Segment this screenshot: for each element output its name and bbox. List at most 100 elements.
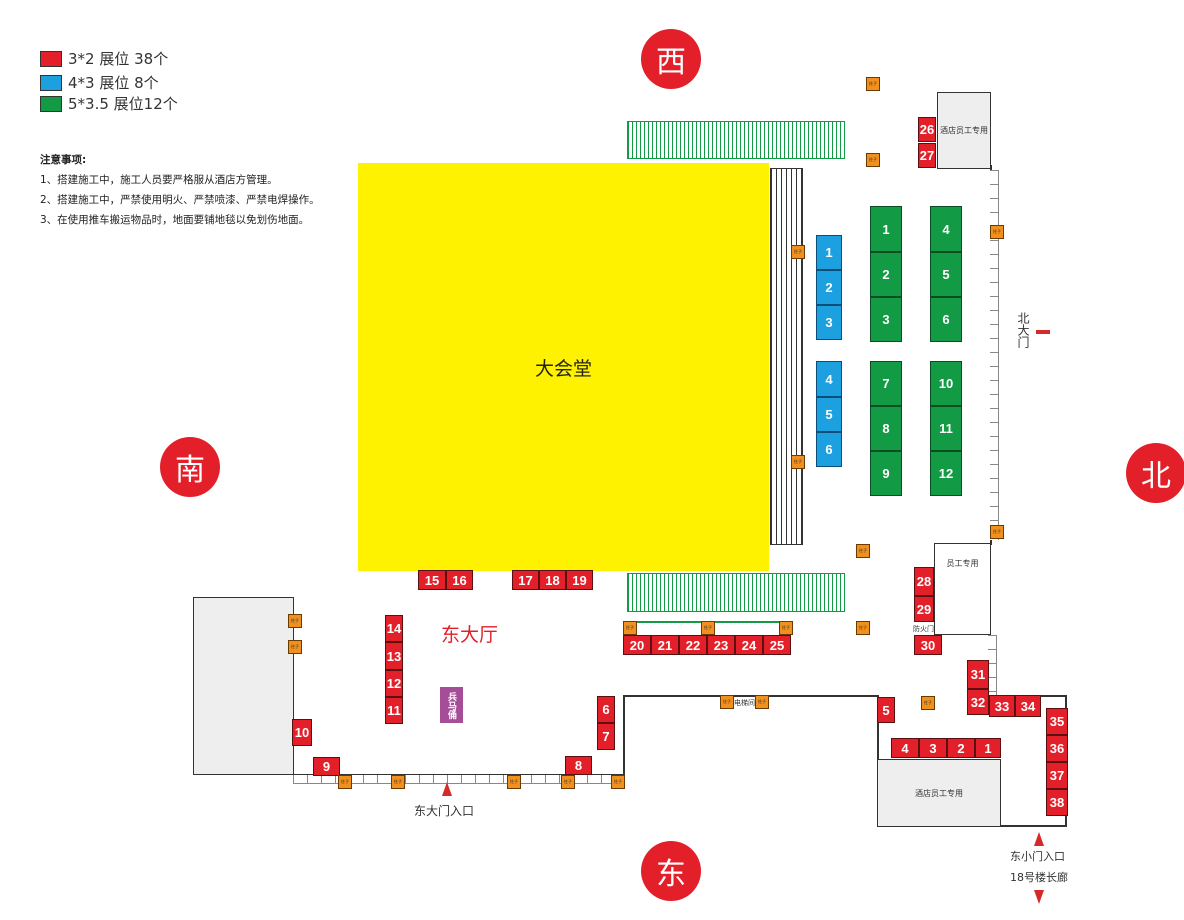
booth-red-26[interactable]: 26 (918, 117, 936, 142)
booth-red-9[interactable]: 9 (313, 757, 340, 776)
booth-red-35[interactable]: 35 (1046, 708, 1068, 735)
compass-west: 西 (641, 29, 701, 89)
notes: 注意事项: 1、搭建施工中，施工人员要严格服从酒店方管理。 2、搭建施工中，严禁… (40, 150, 320, 230)
booth-green-1[interactable]: 1 (870, 206, 902, 252)
booth-green-6[interactable]: 6 (930, 297, 962, 342)
staff-room-mid: 员工专用 (934, 543, 991, 635)
side-room (193, 597, 294, 775)
north-gate-label: 北大门 (1016, 312, 1030, 348)
booth-red-16[interactable]: 16 (446, 570, 473, 590)
pillar-icon: 柱子 (561, 775, 575, 789)
booth-blue-1[interactable]: 1 (816, 235, 842, 270)
booth-green-12[interactable]: 12 (930, 451, 962, 496)
booth-green-9[interactable]: 9 (870, 451, 902, 496)
arrow-up-icon (1034, 832, 1044, 846)
booth-red-22[interactable]: 22 (679, 635, 707, 655)
booth-red-34[interactable]: 34 (1015, 695, 1041, 717)
door-row (293, 775, 623, 784)
booth-red-11[interactable]: 11 (385, 697, 403, 724)
booth-blue-5[interactable]: 5 (816, 397, 842, 432)
booth-green-11[interactable]: 11 (930, 406, 962, 451)
booth-red-32[interactable]: 32 (967, 689, 989, 715)
pillar-icon: 柱子 (338, 775, 352, 789)
booth-red-14[interactable]: 14 (385, 615, 403, 642)
booth-green-2[interactable]: 2 (870, 252, 902, 297)
pillar-icon: 柱子 (288, 614, 302, 628)
booth-red-6[interactable]: 6 (597, 696, 615, 723)
booth-red-12[interactable]: 12 (385, 670, 403, 697)
booth-green-8[interactable]: 8 (870, 406, 902, 451)
booth-red-17[interactable]: 17 (512, 570, 539, 590)
pillar-icon: 柱子 (856, 621, 870, 635)
note-item: 2、搭建施工中，严禁使用明火、严禁喷漆、严禁电焊操作。 (40, 194, 320, 206)
booth-red-20[interactable]: 20 (623, 635, 651, 655)
booth-blue-6[interactable]: 6 (816, 432, 842, 467)
door-row (988, 635, 997, 695)
notes-title: 注意事项: (40, 154, 87, 166)
booth-red-5[interactable]: 5 (877, 697, 895, 723)
pillar-icon: 柱子 (288, 640, 302, 654)
booth-red-8[interactable]: 8 (565, 756, 592, 775)
legend-item-blue: 4*3 展位 8个 (40, 72, 159, 93)
legend-label: 4*3 展位 8个 (68, 74, 159, 92)
booth-red-19[interactable]: 19 (566, 570, 593, 590)
booth-red-25[interactable]: 25 (763, 635, 791, 655)
booth-red-31[interactable]: 31 (967, 660, 989, 689)
legend-label: 3*2 展位 38个 (68, 50, 169, 68)
stairs-top (627, 121, 845, 159)
wall (623, 695, 625, 775)
booth-red-24[interactable]: 24 (735, 635, 763, 655)
booth-red-37[interactable]: 37 (1046, 762, 1068, 789)
pillar-icon: 柱子 (856, 544, 870, 558)
booth-red-36[interactable]: 36 (1046, 735, 1068, 762)
booth-red-2[interactable]: 2 (947, 738, 975, 758)
booth-red-33[interactable]: 33 (989, 695, 1015, 717)
compass-south: 南 (160, 437, 220, 497)
booth-red-18[interactable]: 18 (539, 570, 566, 590)
note-item: 3、在使用推车搬运物品时，地面要铺地毯以免划伤地面。 (40, 214, 310, 226)
booth-red-38[interactable]: 38 (1046, 789, 1068, 816)
fire-door-label: 防火门 (913, 625, 934, 633)
pillar-icon: 柱子 (623, 621, 637, 635)
booth-red-13[interactable]: 13 (385, 642, 403, 670)
booth-red-10[interactable]: 10 (292, 719, 312, 746)
booth-blue-4[interactable]: 4 (816, 361, 842, 397)
booth-red-3[interactable]: 3 (919, 738, 947, 758)
booth-red-23[interactable]: 23 (707, 635, 735, 655)
booth-red-15[interactable]: 15 (418, 570, 446, 590)
booth-red-29[interactable]: 29 (914, 596, 934, 622)
booth-red-27[interactable]: 27 (918, 143, 936, 168)
terracotta-exhibit: 兵马俑 (440, 687, 463, 723)
legend-swatch (40, 95, 62, 112)
booth-red-1[interactable]: 1 (975, 738, 1001, 758)
booth-green-7[interactable]: 7 (870, 361, 902, 406)
pillar-icon: 柱子 (779, 621, 793, 635)
booth-green-10[interactable]: 10 (930, 361, 962, 406)
staff-room-top: 酒店员工专用 (937, 92, 991, 169)
booth-blue-3[interactable]: 3 (816, 305, 842, 340)
pillar-icon: 柱子 (720, 695, 734, 709)
stairs-bottom (627, 573, 845, 612)
legend-swatch (40, 74, 62, 91)
main-hall: 大会堂 (358, 163, 769, 571)
door-row (990, 170, 999, 540)
booth-red-7[interactable]: 7 (597, 723, 615, 750)
arrow-right-icon (1036, 330, 1050, 334)
booth-red-30[interactable]: 30 (914, 635, 942, 655)
pillar-icon: 柱子 (921, 696, 935, 710)
booth-green-4[interactable]: 4 (930, 206, 962, 252)
pillar-icon: 柱子 (391, 775, 405, 789)
booth-red-4[interactable]: 4 (891, 738, 919, 758)
booth-green-3[interactable]: 3 (870, 297, 902, 342)
booth-red-28[interactable]: 28 (914, 567, 934, 596)
pillar-icon: 柱子 (990, 225, 1004, 239)
wall (1000, 825, 1067, 827)
compass-north: 北 (1126, 443, 1184, 503)
pillar-icon: 柱子 (990, 525, 1004, 539)
booth-blue-2[interactable]: 2 (816, 270, 842, 305)
arrow-down-icon (1034, 890, 1044, 904)
booth-red-21[interactable]: 21 (651, 635, 679, 655)
pillar-icon: 柱子 (866, 77, 880, 91)
legend-item-red: 3*2 展位 38个 (40, 48, 168, 69)
booth-green-5[interactable]: 5 (930, 252, 962, 297)
